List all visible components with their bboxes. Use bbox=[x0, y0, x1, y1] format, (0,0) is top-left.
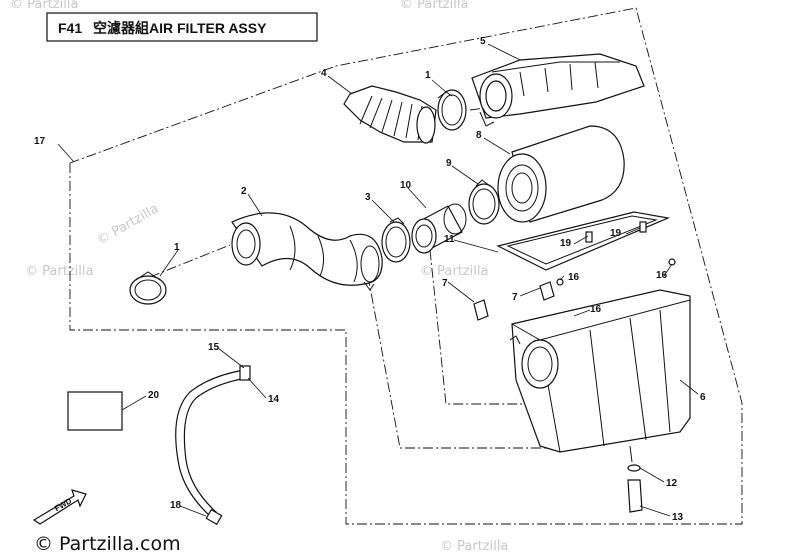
callout-3: 3 bbox=[365, 192, 371, 203]
warning-label bbox=[67, 391, 123, 431]
callout-2: 2 bbox=[241, 186, 247, 197]
callout-6: 6 bbox=[700, 392, 706, 403]
callout-5: 5 bbox=[480, 36, 486, 47]
callout-7: 7 bbox=[512, 292, 518, 303]
leader-lines bbox=[57, 43, 699, 517]
airbox-housing bbox=[509, 289, 691, 453]
callout-15: 15 bbox=[208, 342, 220, 353]
watermark-text: © Partzilla bbox=[25, 264, 93, 279]
callout-11: 11 bbox=[444, 234, 455, 245]
callout-19: 19 bbox=[560, 238, 572, 249]
watermark-text: © Partzilla bbox=[420, 264, 488, 279]
diagram-code: F41 bbox=[58, 20, 82, 36]
filter-coupler bbox=[411, 203, 467, 254]
callout-8: 8 bbox=[476, 130, 482, 141]
callout-labels: 17 5 1 4 8 9 10 3 2 1 11 19 19 16 16 16 … bbox=[34, 36, 706, 523]
title-block: F41 空濾器組AIR FILTER ASSY bbox=[46, 12, 318, 42]
airbox-lid bbox=[471, 53, 645, 127]
filter-gasket bbox=[496, 211, 671, 271]
callout-13: 13 bbox=[672, 512, 684, 523]
box-clips bbox=[473, 281, 555, 321]
watermark-text: © Partzilla bbox=[440, 539, 508, 554]
callout-10: 10 bbox=[400, 180, 412, 191]
breather-hose bbox=[175, 365, 251, 526]
callout-19: 19 bbox=[610, 228, 622, 239]
callout-4: 4 bbox=[321, 68, 327, 79]
hose-clamp-lower bbox=[129, 271, 167, 305]
intake-duct bbox=[231, 212, 383, 291]
hose-clamp-upper bbox=[437, 89, 467, 131]
intake-bellows bbox=[343, 85, 437, 144]
cover-screws bbox=[585, 221, 647, 243]
callout-18: 17 bbox=[34, 136, 46, 147]
callout-1: 1 bbox=[425, 70, 431, 81]
callout-17: 18 bbox=[170, 500, 182, 511]
watermark-text: © Partzilla bbox=[95, 201, 162, 248]
callout-9: 9 bbox=[446, 158, 452, 169]
callout-20: 20 bbox=[148, 390, 160, 401]
callout-16: 16 bbox=[656, 270, 668, 281]
watermark-layer: © Partzilla © Partzilla © Partzilla © Pa… bbox=[10, 0, 508, 554]
drain-assembly bbox=[627, 445, 643, 513]
assembly-boundary-line bbox=[69, 7, 743, 525]
diagram-title: 空濾器組AIR FILTER ASSY bbox=[93, 20, 267, 36]
filter-clamp bbox=[468, 179, 500, 225]
duct-flow-line bbox=[367, 275, 560, 449]
watermark-text: © Partzilla bbox=[400, 0, 468, 12]
callout-14: 14 bbox=[268, 394, 280, 405]
forward-arrow-icon: FWD bbox=[32, 489, 87, 525]
callout-16: 16 bbox=[590, 304, 602, 315]
watermark-text: © Partzilla bbox=[10, 0, 78, 12]
callout-1: 1 bbox=[174, 242, 180, 253]
callout-12: 12 bbox=[666, 478, 678, 489]
filter-flow-line bbox=[429, 249, 560, 405]
filter-element bbox=[497, 125, 625, 223]
duct-clamp bbox=[381, 217, 411, 263]
inlet-flow-line bbox=[149, 244, 231, 278]
brand-watermark: © Partzilla.com bbox=[34, 533, 181, 555]
callout-7: 7 bbox=[442, 278, 448, 289]
callout-16: 16 bbox=[568, 272, 580, 283]
